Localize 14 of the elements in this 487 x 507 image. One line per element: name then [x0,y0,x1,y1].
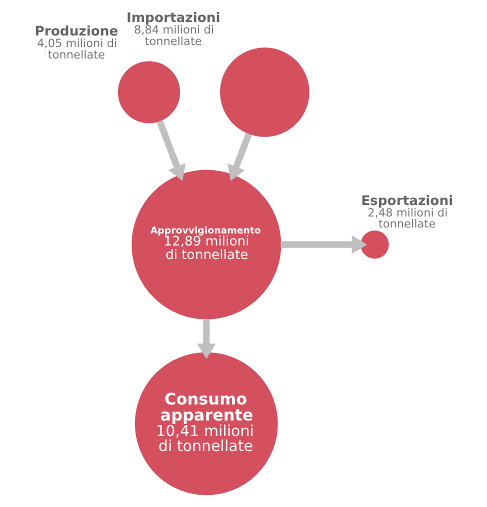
node-circle [220,48,309,137]
node-circle: Consumo apparente 10,41 milioni di tonnellate [134,352,278,496]
node-circle [117,61,180,124]
arrow [226,132,252,181]
node-label: 4,05 milioni di tonnellate [36,37,117,62]
arrow [280,235,367,254]
node-label: 8,84 milioni di tonnellate [133,24,214,48]
node-circle: Approvvigionamento 12,89 milioni di tonnellate [131,170,281,320]
node-circle [360,230,388,259]
node-label: Esportazioni [360,194,453,209]
arrow [156,120,186,181]
node-label: Importazioni [126,10,220,26]
arrow [196,318,216,359]
node-label: Produzione [34,24,118,40]
